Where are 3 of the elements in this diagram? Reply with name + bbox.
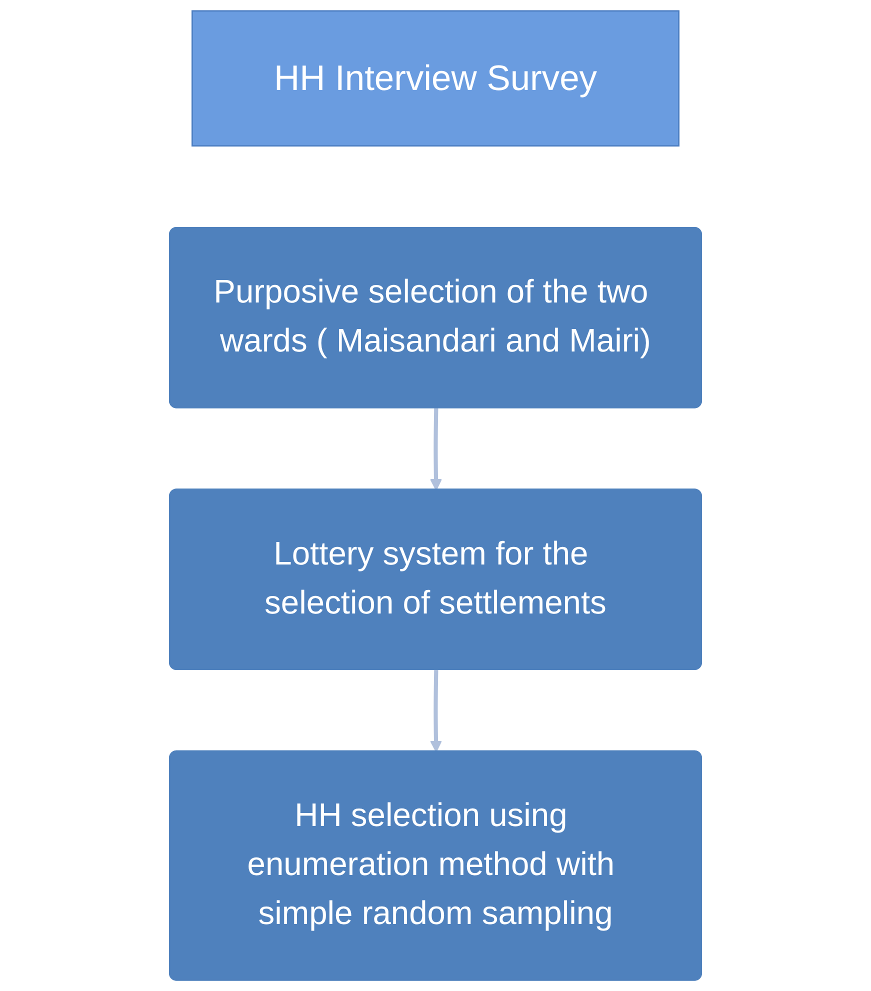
arrow xyxy=(430,408,442,491)
arrow xyxy=(430,670,442,752)
node-box: HH Interview Survey xyxy=(192,10,680,147)
